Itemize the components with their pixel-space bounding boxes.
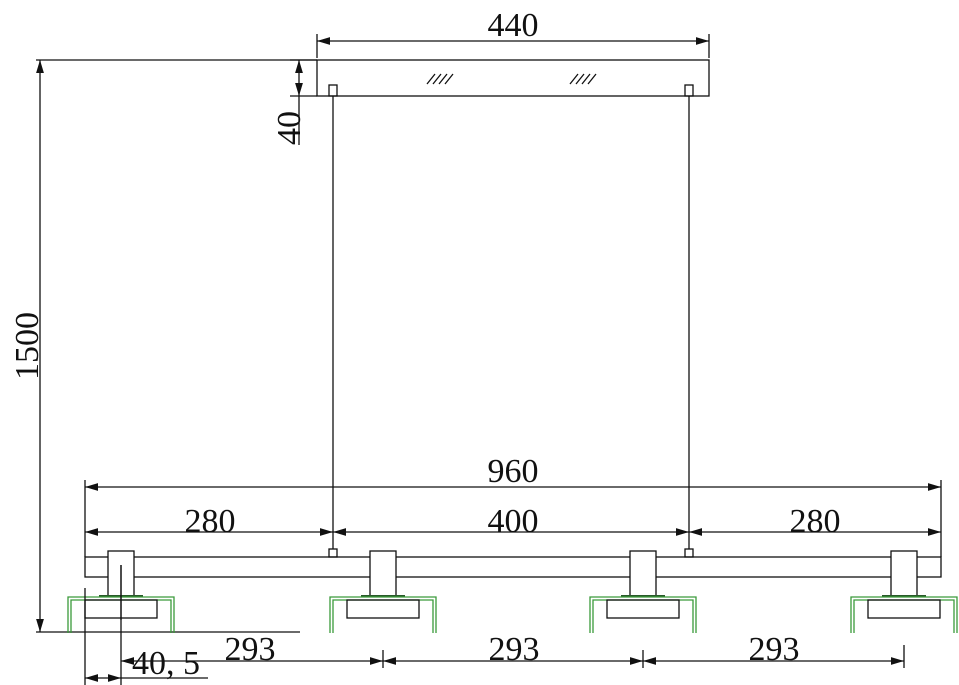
dim-label-40: 40 bbox=[271, 111, 308, 145]
lamp-head-4 bbox=[850, 550, 958, 633]
dimension-total-width: 960 bbox=[84, 453, 942, 557]
dim-label-280-left: 280 bbox=[185, 503, 236, 540]
dim-label-293-1: 293 bbox=[225, 631, 276, 668]
canopy bbox=[316, 59, 710, 97]
dim-label-280-right: 280 bbox=[790, 503, 841, 540]
lamp-heads bbox=[67, 550, 958, 633]
dimension-canopy-height: 40 bbox=[271, 59, 317, 145]
dimension-head-offset: 40, 5 bbox=[84, 565, 208, 685]
dim-label-1500: 1500 bbox=[9, 312, 46, 380]
dim-label-40-5: 40, 5 bbox=[132, 645, 200, 682]
dimension-total-height: 1500 bbox=[9, 59, 317, 633]
dim-label-293-2: 293 bbox=[489, 631, 540, 668]
light-bar bbox=[84, 548, 942, 578]
dim-label-440: 440 bbox=[488, 7, 539, 44]
dim-label-960: 960 bbox=[488, 453, 539, 490]
dimension-head-spacing: 293 293 293 bbox=[121, 631, 905, 668]
dim-label-400: 400 bbox=[488, 503, 539, 540]
lamp-head-2 bbox=[329, 550, 437, 633]
lamp-head-3 bbox=[589, 550, 697, 633]
dim-label-293-3: 293 bbox=[749, 631, 800, 668]
vent-slots-icon bbox=[426, 73, 597, 85]
dimension-canopy-width: 440 bbox=[316, 7, 710, 58]
dimension-segments: 280 400 280 bbox=[85, 503, 941, 540]
